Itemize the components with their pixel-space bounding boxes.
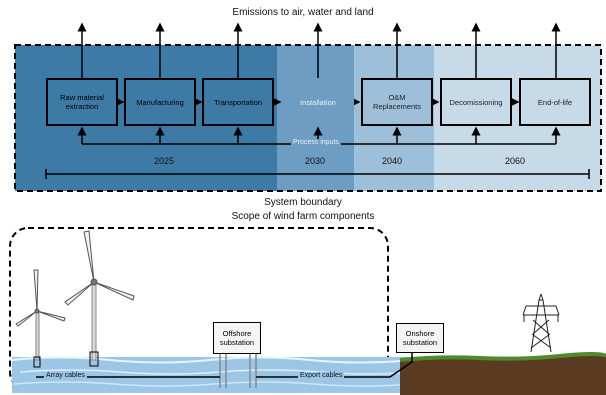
stage-label: End-of-life <box>537 97 573 107</box>
offshore-substation-label: Offshore substation <box>219 329 255 347</box>
stage-installation: Installation <box>282 78 354 126</box>
stage-om-replacements: O&M Replacements <box>361 78 433 126</box>
offshore-substation-legs <box>219 354 257 388</box>
ground <box>400 354 606 395</box>
transmission-pylon <box>522 293 560 353</box>
process-inputs-label: Process inputs <box>291 139 341 146</box>
wind-turbine-1 <box>15 269 66 368</box>
year-2025: 2025 <box>154 156 175 166</box>
array-cables-label: Array cables <box>44 372 87 379</box>
onshore-substation: Onshore substation <box>396 323 444 353</box>
stage-decommissioning: Decomissioning <box>440 78 512 126</box>
export-cables-label: Export cables <box>298 372 345 379</box>
year-2060: 2060 <box>505 156 526 166</box>
wind-turbine-2 <box>64 230 135 367</box>
system-boundary-outline <box>14 44 602 192</box>
stage-transportation: Transportation <box>202 78 274 126</box>
timeline <box>45 169 590 179</box>
emission-arrows <box>77 22 561 78</box>
stage-manufacturing: Manufacturing <box>124 78 196 126</box>
year-2040: 2040 <box>382 156 403 166</box>
grass <box>399 352 606 362</box>
offshore-substation: Offshore substation <box>213 322 261 354</box>
stage-label: O&M Replacements <box>373 93 421 111</box>
stage-label: Installation <box>300 97 336 107</box>
emissions-title: Emissions to air, water and land <box>232 7 374 18</box>
stage-label: Decomissioning <box>449 97 503 107</box>
stage-label: Raw material extraction <box>60 93 104 111</box>
system-boundary-label: System boundary <box>264 197 342 208</box>
scope-title: Scope of wind farm components <box>231 211 375 222</box>
stage-raw-material-extraction: Raw material extraction <box>46 78 118 126</box>
stage-end-of-life: End-of-life <box>519 78 591 126</box>
stage-label: Manufacturing <box>136 97 184 107</box>
year-2030: 2030 <box>305 156 326 166</box>
stage-label: Transportation <box>213 97 263 107</box>
onshore-substation-label: Onshore substation <box>402 329 438 347</box>
